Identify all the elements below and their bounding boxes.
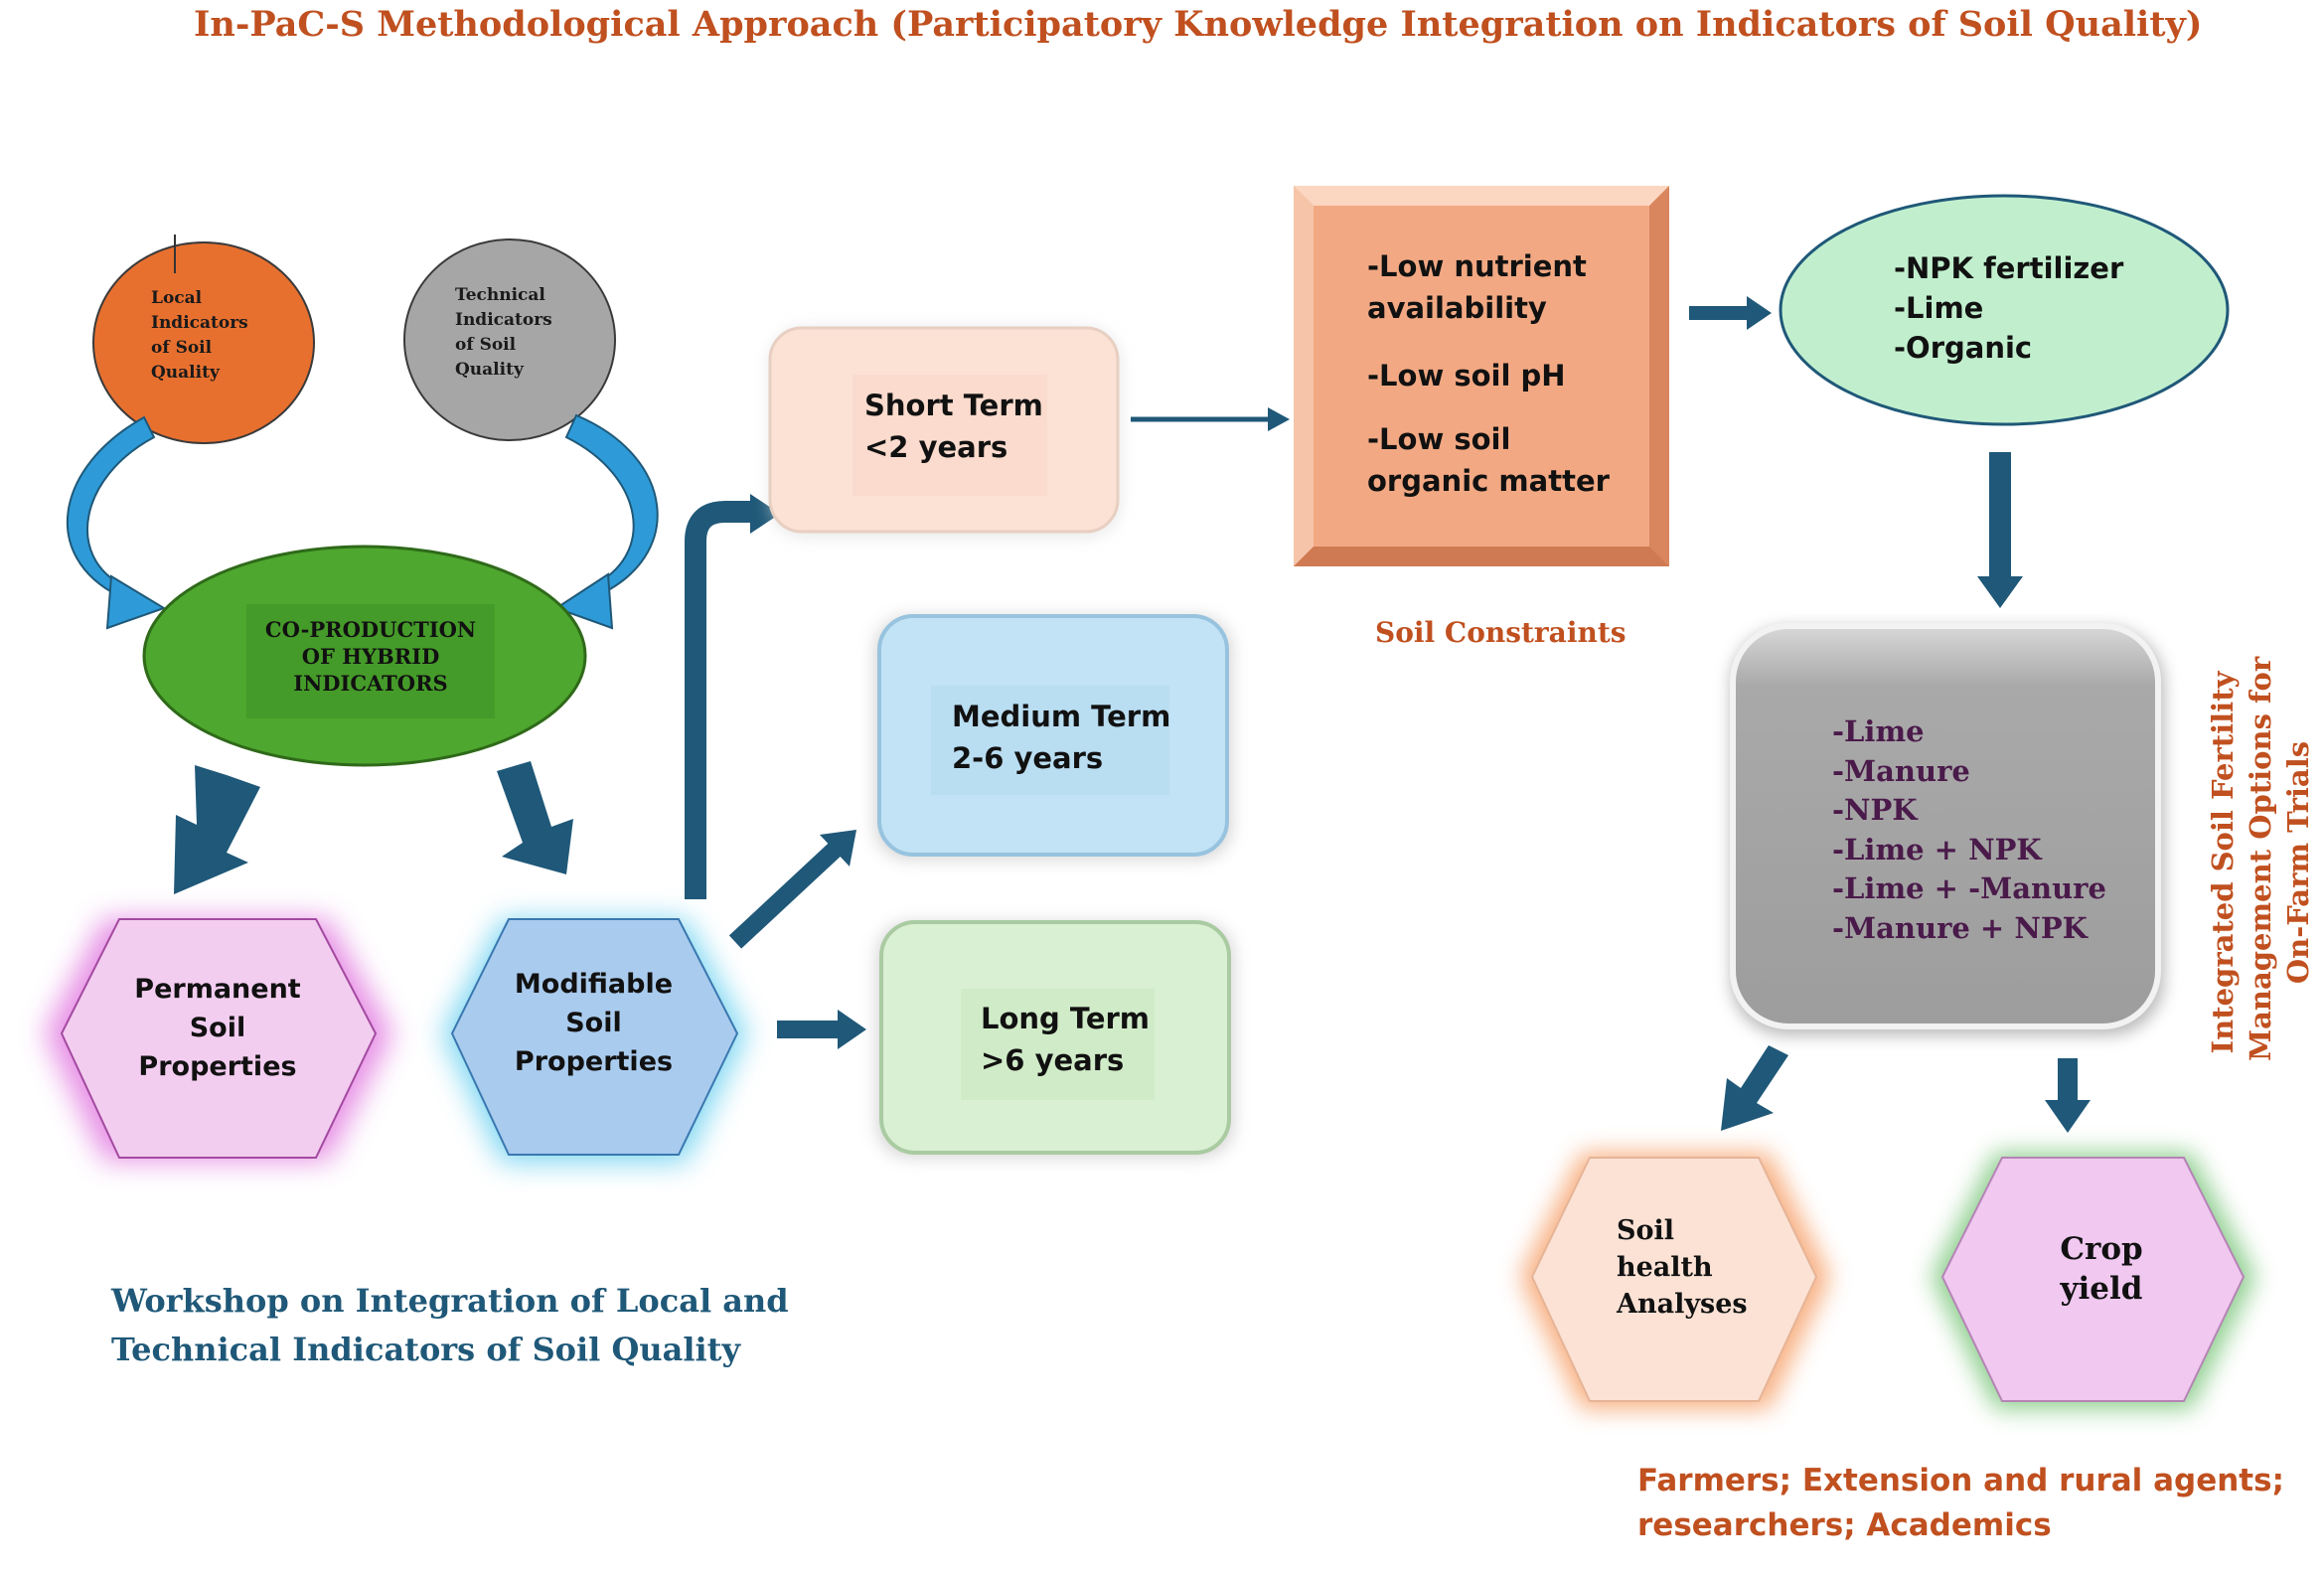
options-box xyxy=(1730,623,2161,1029)
arrow-to-permanent xyxy=(174,765,260,894)
technical-indicators-circle xyxy=(403,238,616,441)
options-list: -Lime -Manure -NPK -Lime + NPK -Lime + -… xyxy=(1832,714,2106,945)
crop-yield-label: Crop yield xyxy=(2060,1231,2143,1307)
curved-arrow-left-head xyxy=(105,574,167,630)
local-indicators-circle xyxy=(92,241,315,444)
arrow-to-modifiable xyxy=(497,761,573,874)
local-indicators-label: Local Indicators of Soil Quality xyxy=(151,288,248,383)
amendments-list: -NPK fertilizer -Lime -Organic xyxy=(1894,251,2124,365)
soil-health-hexagon xyxy=(1530,1157,1818,1402)
crop-yield-hexagon xyxy=(1940,1157,2246,1402)
isfm-vertical-label: Integrated Soil Fertility Management Opt… xyxy=(2206,656,2315,1061)
workshop-caption: Workshop on Integration of Local and Tec… xyxy=(111,1282,789,1368)
long-term-label: Long Term >6 years xyxy=(981,1002,1151,1077)
modifiable-properties-label: Modifiable Soil Properties xyxy=(514,969,674,1077)
soil-constraints-label: Soil Constraints xyxy=(1375,616,1627,649)
amendments-ellipse xyxy=(1779,194,2230,426)
arrow-to-short-term xyxy=(685,501,755,899)
stakeholders-caption: Farmers; Extension and rural agents; res… xyxy=(1637,1463,2284,1543)
arrow-to-medium-term xyxy=(728,843,842,949)
arrow-to-soil-health xyxy=(1721,1045,1788,1131)
constraints-list: -Low nutrient availability -Low soil pH … xyxy=(1367,249,1610,498)
modifiable-properties-hexagon xyxy=(450,918,739,1156)
technical-indicators-label: Technical Indicators of Soil Quality xyxy=(455,285,552,380)
medium-term-label: Medium Term 2-6 years xyxy=(952,700,1171,775)
soil-health-label: Soil health Analyses xyxy=(1617,1215,1748,1320)
curved-arrow-left xyxy=(67,415,156,598)
curved-arrow-right-head xyxy=(553,572,614,630)
permanent-properties-label: Permanent Soil Properties xyxy=(134,974,301,1082)
coproduction-label: CO-PRODUCTION OF HYBRID INDICATORS xyxy=(264,617,477,696)
curved-arrow-right xyxy=(564,413,659,598)
diagram-title: In-PaC-S Methodological Approach (Partic… xyxy=(194,4,2203,45)
permanent-properties-hexagon xyxy=(60,918,378,1159)
short-term-label: Short Term <2 years xyxy=(864,389,1043,464)
